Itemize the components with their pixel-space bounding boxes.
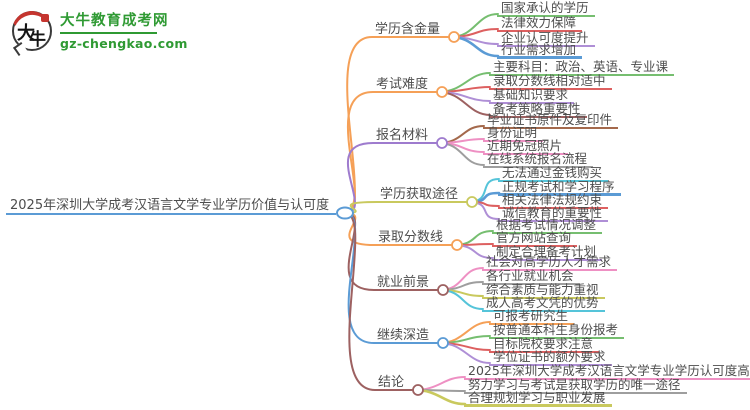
subtopic[interactable]: 备考策略重要性 [489,101,587,118]
branch-label-3[interactable]: 报名材料 [376,128,429,143]
site-logo[interactable]: 大 牛 大牛教育成考网 gz-chengkao.com [7,6,188,58]
logo-domain-text: gz-chengkao.com [60,36,188,51]
logo-seal-icon [41,14,49,22]
branch-node-handle[interactable] [451,239,463,251]
subtopic[interactable]: 录取分数线相对适中 [489,73,612,90]
subtopic[interactable]: 主要科目：政治、英语、专业课 [489,59,675,76]
subtopic[interactable]: 身份证明 [483,125,544,142]
subtopic[interactable]: 近期免冠照片 [483,138,569,155]
subtopic[interactable]: 基础知识要求 [489,87,575,104]
branch-node-handle[interactable] [436,137,448,149]
central-topic[interactable]: 2025年深圳大学成考汉语言文学专业学历价值与认可度 [6,198,337,215]
subtopic[interactable]: 国家承认的学历 [497,0,595,17]
branch-label-5[interactable]: 录取分数线 [378,230,444,245]
subtopic[interactable]: 正规考试和学习程序 [498,179,621,196]
subtopic[interactable]: 根据考试情况调整 [492,217,603,234]
branch-node-handle[interactable] [436,86,448,98]
branch-node-handle[interactable] [448,31,460,43]
branch-connector [344,212,415,391]
subtopic[interactable]: 官方网站查询 [492,230,578,247]
subtopic[interactable]: 诚信教育的重要性 [498,205,609,222]
branch-label-7[interactable]: 继续深造 [377,328,430,343]
logo-bubble-icon: 大 牛 [7,6,57,58]
subtopic[interactable]: 按普通本科生身份报考 [489,322,625,339]
subtopic[interactable]: 社会对高学历人才需求 [482,254,618,271]
branch-label-2[interactable]: 考试难度 [376,77,429,92]
branch-label-8[interactable]: 结论 [378,375,405,390]
branch-node-handle[interactable] [437,284,449,296]
subtopic[interactable]: 学位证书的额外要求 [489,349,612,366]
branch-label-1[interactable]: 学历含金量 [375,22,441,37]
subtopic[interactable]: 毕业证书原件及复印件 [483,112,619,129]
subtopic[interactable]: 合理规划学习与职业发展 [464,390,612,407]
subtopic[interactable]: 无法通过金钱购买 [498,165,609,182]
logo-char-da: 大 [17,23,35,44]
branch-label-6[interactable]: 就业前景 [377,275,430,290]
logo-text-block: 大牛教育成考网 gz-chengkao.com [60,9,188,51]
subtopic[interactable]: 综合素质与能力重视 [482,282,605,299]
subtopic[interactable]: 制定合理备考计划 [492,244,603,261]
subtopic[interactable]: 行业需求增加 [497,42,583,59]
subtopic[interactable]: 2025年深圳大学成考汉语言文学专业学历认可度高 [464,363,750,380]
branch-node-handle[interactable] [437,337,449,349]
logo-divider [60,32,157,34]
branch-label-4[interactable]: 学历获取途径 [380,187,459,202]
subtopic[interactable]: 成人高考文凭的优势 [482,295,605,312]
subtopic[interactable]: 可报考研究生 [489,308,575,325]
logo-char-niu: 牛 [29,30,46,50]
subtopic[interactable]: 目标院校要求注意 [489,336,600,353]
subtopic[interactable]: 法律效力保障 [497,15,583,32]
logo-brand-text: 大牛教育成考网 [60,13,169,29]
subtopic[interactable]: 各行业就业机会 [482,268,580,285]
subtopic[interactable]: 企业认可度提升 [497,30,595,47]
branch-node-handle[interactable] [466,196,478,208]
subtopic[interactable]: 在线系统报名流程 [483,151,594,168]
subtopic[interactable]: 努力学习与考试是获取学历的唯一途径 [464,377,687,394]
branch-node-handle[interactable] [412,384,424,396]
branch-connector [344,91,439,214]
root-node-handle[interactable] [336,206,354,220]
subtopic[interactable]: 相关法律法规约束 [498,192,609,209]
